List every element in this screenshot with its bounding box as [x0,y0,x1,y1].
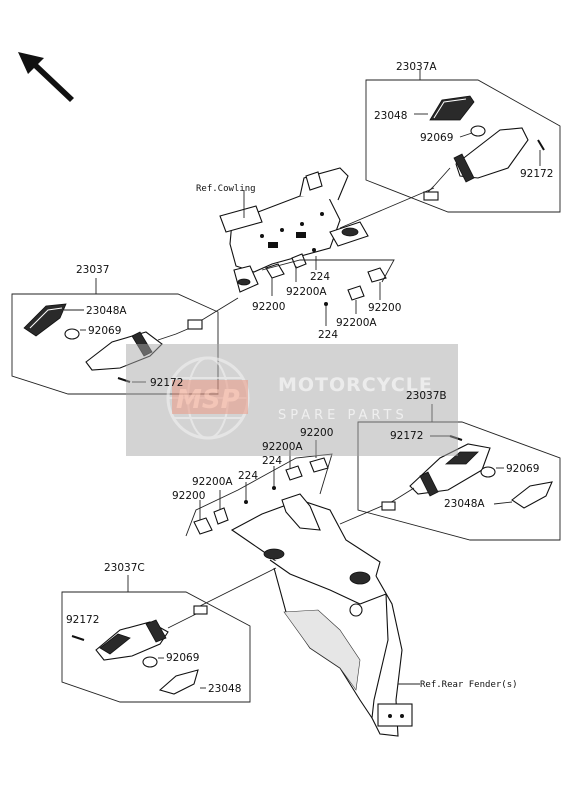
label-224-c: 224 [262,455,282,467]
label-92172-left: 92172 [150,377,183,389]
label-92069-right: 92069 [506,463,539,475]
rear-fender [185,440,420,737]
label-23048-top: 23048 [374,110,407,122]
label-224-d: 224 [238,470,258,482]
label-92069-bottom: 92069 [166,652,199,664]
label-92200-d: 92200 [172,490,205,502]
label-23037b: 23037B [406,390,447,402]
label-92200a-a: 92200A [286,286,327,298]
label-23037: 23037 [76,264,109,276]
label-23048a-left: 23048A [86,305,127,317]
assembly-23037a [339,70,561,229]
label-92172-top: 92172 [520,168,553,180]
label-92069-left: 92069 [88,325,121,337]
label-ref-cowling: Ref.Cowling [196,184,256,194]
label-ref-rear-fender: Ref.Rear Fender(s) [420,680,518,690]
label-92172-bottom: 92172 [66,614,99,626]
watermark: MSP MOTORCYCLE SPARE PARTS [126,344,458,456]
label-23048a-right: 23048A [444,498,485,510]
label-92069-top: 92069 [420,132,453,144]
label-224-b: 224 [318,329,338,341]
label-92200-c: 92200 [300,427,333,439]
label-92200-b: 92200 [368,302,401,314]
label-23037a: 23037A [396,61,437,73]
label-23048-bottom: 23048 [208,683,241,695]
label-92200a-c: 92200A [262,441,303,453]
watermark-subtitle: SPARE PARTS [278,408,408,423]
label-92172-right: 92172 [390,430,423,442]
watermark-logo: MSP [176,385,240,415]
label-92200-a: 92200 [252,301,285,313]
label-23037c: 23037C [104,562,145,574]
label-224-a: 224 [310,271,330,283]
label-92200a-d: 92200A [192,476,233,488]
assembly-23037b [339,404,561,541]
direction-arrow-icon [18,52,74,102]
mount-bracket [219,167,395,326]
label-92200a-b: 92200A [336,317,377,329]
watermark-title: MOTORCYCLE [278,374,433,396]
assembly-23037c [61,567,277,703]
assembly-23037 [11,278,239,395]
